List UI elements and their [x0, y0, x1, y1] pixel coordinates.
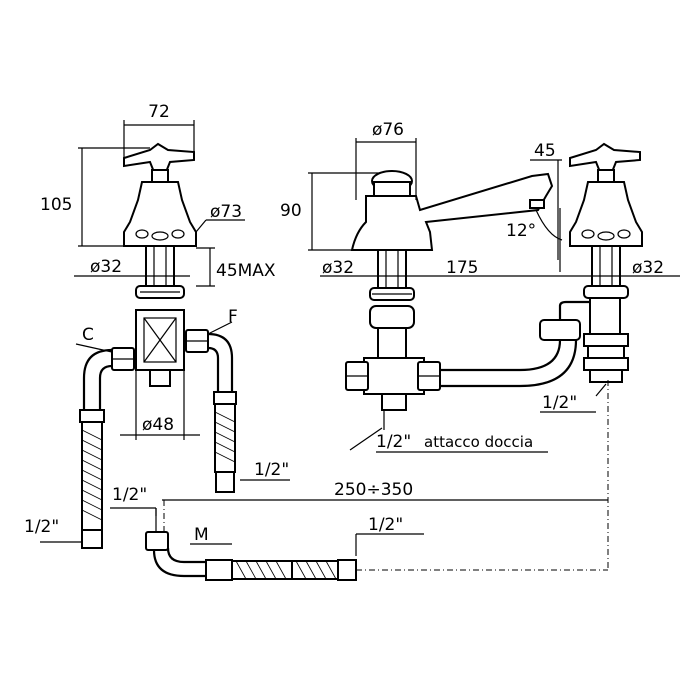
bottom-dimensions — [110, 380, 609, 571]
shower-connection-label: attacco doccia — [424, 433, 533, 451]
right-valve — [540, 142, 643, 413]
dim-105: 105 — [40, 195, 72, 215]
middle-dimensions — [308, 138, 563, 453]
right-dimensions — [560, 262, 680, 278]
dim-45max: 45MAX — [216, 261, 276, 281]
callout-half-inch-left-outlet: 1/2" — [254, 460, 289, 480]
callout-half-inch-right-valve: 1/2" — [542, 393, 577, 413]
dim-45: 45 — [534, 141, 556, 161]
dim-d73: ø73 — [210, 202, 242, 222]
dim-175: 175 — [446, 258, 478, 278]
dim-d32-left: ø32 — [90, 257, 122, 277]
callout-half-inch-left-hose: 1/2" — [24, 517, 59, 537]
bottom-hose — [145, 531, 357, 581]
left-dimensions — [40, 120, 290, 543]
dim-d32-right: ø32 — [632, 258, 664, 278]
spout-assembly — [345, 170, 600, 411]
callout-c: C — [82, 325, 94, 345]
callout-m: M — [194, 525, 209, 545]
dim-90: 90 — [280, 201, 302, 221]
dim-d76: ø76 — [372, 120, 404, 140]
callout-f: F — [228, 307, 238, 327]
left-valve — [79, 142, 237, 549]
dim-12deg: 12° — [506, 221, 536, 241]
callout-half-inch-shower: 1/2" — [376, 432, 411, 452]
dim-d48: ø48 — [142, 415, 174, 435]
callout-half-inch-bottom-right: 1/2" — [368, 515, 403, 535]
dim-250-350: 250÷350 — [334, 480, 413, 500]
dim-d32-mid: ø32 — [322, 258, 354, 278]
dim-72: 72 — [148, 102, 170, 122]
callout-half-inch-bottom-left: 1/2" — [112, 485, 147, 505]
